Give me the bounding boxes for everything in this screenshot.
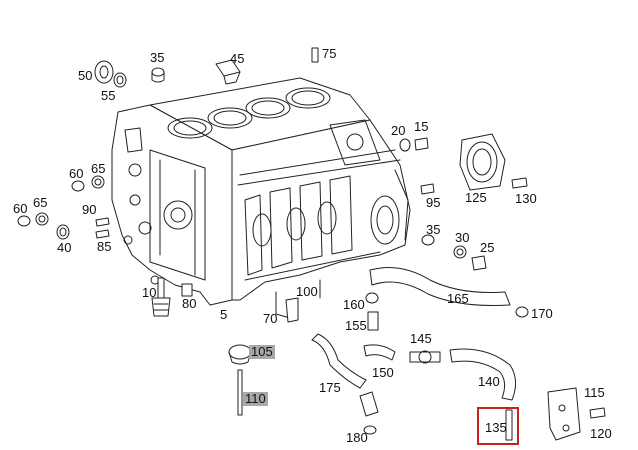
- callout-80[interactable]: 80: [182, 296, 197, 311]
- callout-65-lower[interactable]: 65: [33, 195, 48, 210]
- callout-180[interactable]: 180: [346, 430, 368, 445]
- callout-15[interactable]: 15: [414, 119, 429, 134]
- callout-30[interactable]: 30: [455, 230, 470, 245]
- plug-25: [471, 255, 487, 271]
- callout-130[interactable]: 130: [515, 191, 537, 206]
- plug-35-right: [421, 234, 435, 246]
- callout-55[interactable]: 55: [101, 88, 116, 103]
- callout-5[interactable]: 5: [220, 307, 228, 322]
- callout-70[interactable]: 70: [263, 311, 278, 326]
- callout-140[interactable]: 140: [478, 374, 500, 389]
- rear-seal-125: [459, 133, 506, 191]
- callout-45[interactable]: 45: [230, 51, 245, 66]
- valve-155: [367, 311, 379, 331]
- ring-40: [56, 224, 70, 240]
- elbow-150: [363, 344, 396, 361]
- plug-20: [399, 138, 411, 152]
- callout-60-lower[interactable]: 60: [13, 201, 28, 216]
- callout-105[interactable]: 105: [249, 344, 275, 359]
- clamp-160: [365, 292, 379, 304]
- callout-160[interactable]: 160: [343, 297, 365, 312]
- pin-95: [420, 183, 435, 195]
- plug-65-upper: [91, 175, 105, 189]
- filter-105: [228, 344, 252, 365]
- rod-110: [237, 369, 243, 416]
- pin-75: [311, 47, 319, 63]
- callout-95[interactable]: 95: [426, 195, 441, 210]
- callout-115[interactable]: 115: [584, 385, 605, 400]
- callout-155[interactable]: 155: [345, 318, 367, 333]
- bolt-10: [151, 277, 171, 317]
- sleeve-80: [181, 283, 193, 297]
- pipe-70: [275, 291, 299, 323]
- callout-10[interactable]: 10: [142, 285, 157, 300]
- hose-175: [311, 333, 367, 389]
- plug-65-lower: [35, 212, 49, 226]
- callout-65-upper[interactable]: 65: [91, 161, 106, 176]
- hose-140: [449, 348, 516, 401]
- ring-30: [453, 245, 467, 259]
- pin-85: [95, 229, 110, 239]
- callout-75[interactable]: 75: [322, 46, 337, 61]
- callout-100[interactable]: 100: [296, 284, 318, 299]
- callout-35-top[interactable]: 35: [150, 50, 165, 65]
- callout-175[interactable]: 175: [319, 380, 341, 395]
- callout-25[interactable]: 25: [480, 240, 495, 255]
- pin-90: [95, 217, 110, 227]
- plug-60-upper: [71, 180, 85, 192]
- callout-60-upper[interactable]: 60: [69, 166, 84, 181]
- callout-50[interactable]: 50: [78, 68, 93, 83]
- callout-150[interactable]: 150: [372, 365, 394, 380]
- callout-35-right[interactable]: 35: [426, 222, 441, 237]
- cover-plate-115: [547, 387, 581, 441]
- callout-125[interactable]: 125: [465, 190, 487, 205]
- hose-165: [369, 267, 511, 307]
- clamp-170: [515, 306, 529, 318]
- engine-block: [111, 77, 411, 306]
- bolt-130: [511, 177, 528, 189]
- bolt-120: [589, 407, 606, 419]
- pipe-135: [505, 409, 513, 441]
- callout-120[interactable]: 120: [590, 426, 612, 441]
- plug-60-lower: [17, 215, 31, 227]
- valve-145: [409, 350, 441, 364]
- callout-110[interactable]: 110: [243, 391, 268, 406]
- callout-170[interactable]: 170: [531, 306, 553, 321]
- callout-145[interactable]: 145: [410, 331, 432, 346]
- callout-85[interactable]: 85: [97, 239, 112, 254]
- callout-90[interactable]: 90: [82, 202, 97, 217]
- callout-135-selected[interactable]: 135: [477, 407, 519, 445]
- callout-20[interactable]: 20: [391, 123, 406, 138]
- callout-165[interactable]: 165: [447, 291, 469, 306]
- plug-35-top: [151, 67, 165, 83]
- callout-40[interactable]: 40: [57, 240, 72, 255]
- tube-180: [359, 391, 379, 435]
- sensor-45: [215, 59, 241, 85]
- plug-15: [414, 137, 429, 151]
- seal-ring-50: [94, 60, 127, 88]
